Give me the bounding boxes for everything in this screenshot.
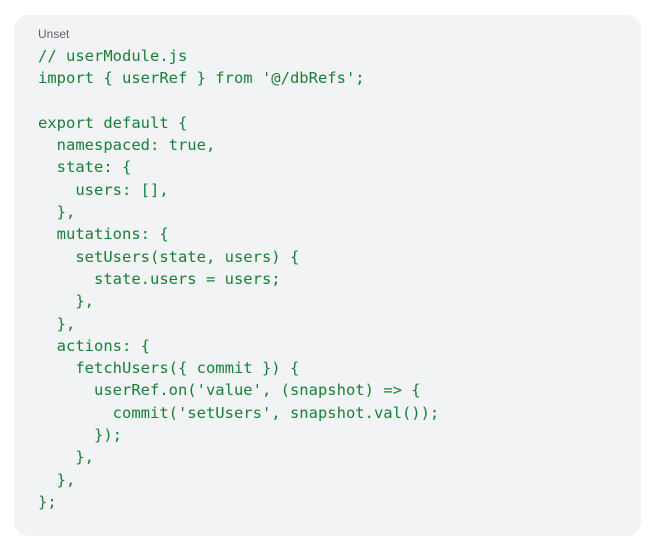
code-line: export default { (38, 113, 188, 132)
code-line: state: { (38, 158, 132, 177)
code-line: }, (38, 470, 76, 489)
code-line: }, (38, 314, 76, 333)
code-line: state.users = users; (38, 269, 281, 288)
code-snippet-card: Unset // userModule.js import { userRef }… (14, 15, 641, 536)
code-line: mutations: { (38, 225, 169, 244)
code-line: users: [], (38, 180, 169, 199)
code-line (38, 90, 641, 112)
code-line: }, (38, 292, 94, 311)
code-line: }, (38, 203, 76, 222)
code-block[interactable]: // userModule.js import { userRef } from … (38, 45, 641, 513)
code-line: commit('setUsers', snapshot.val()); (38, 403, 440, 422)
code-line: }; (38, 492, 57, 511)
code-line: }); (38, 426, 122, 445)
code-line: fetchUsers({ commit }) { (38, 359, 300, 378)
code-line: actions: { (38, 336, 150, 355)
code-line: setUsers(state, users) { (38, 247, 300, 266)
code-line: // userModule.js (38, 47, 188, 65)
code-line: }, (38, 448, 94, 467)
code-language-label: Unset (38, 27, 70, 41)
code-line: userRef.on('value', (snapshot) => { (38, 381, 421, 400)
code-line: import { userRef } from '@/dbRefs'; (38, 69, 365, 88)
code-line: namespaced: true, (38, 136, 216, 155)
